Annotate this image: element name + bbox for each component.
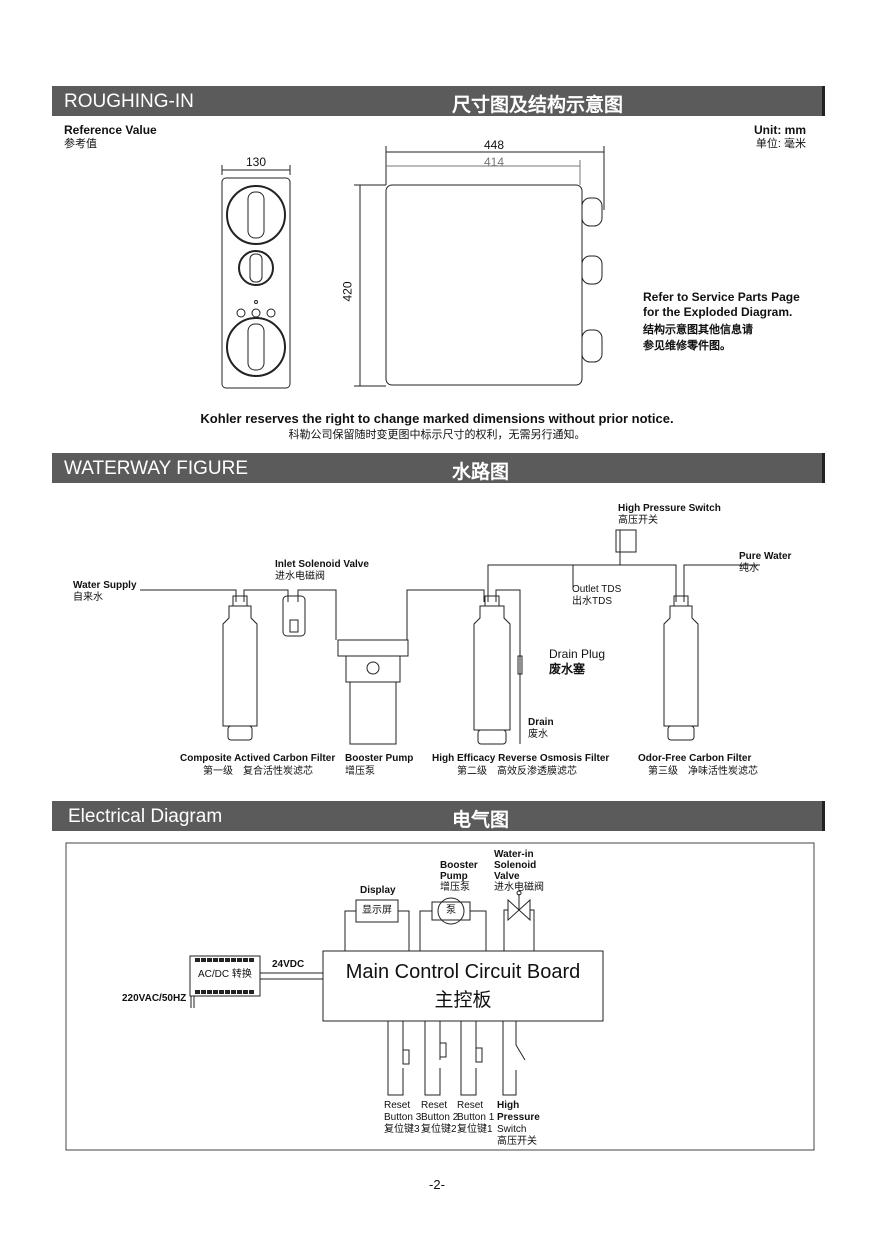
page-number: -2- [429,1177,445,1192]
hp-switch-elec-label: High Pressure Switch 高压开关 [497,1100,540,1148]
label-line: Reset [457,1100,484,1111]
section-header-waterway: WATERWAY FIGURE 水路图 [52,453,825,483]
component-label-zh: 第二级 高效反渗透膜滤芯 [457,766,577,777]
inlet-valve-label-zh: 进水电磁阀 [275,571,325,582]
dim-total-width: 448 [484,138,505,152]
reset-button-1-label: Reset Button 1 复位键1 [457,1100,494,1136]
section-title-en: Electrical Diagram [68,806,223,827]
refer-note-zh-1: 结构示意图其他信息请 [643,324,753,336]
component-label: High Efficacy Reverse Osmosis Filter [432,753,610,764]
drain-plug-label: Drain Plug [549,647,606,661]
dc-voltage-label: 24VDC [272,959,305,970]
component-label: Odor-Free Carbon Filter [638,753,752,764]
pump-label-2: Pump [440,871,468,882]
valve-label-zh: 进水电磁阀 [494,882,544,893]
outlet-tds-label-zh: 出水TDS [572,596,612,607]
pump-label-zh: 增压泵 [440,882,470,893]
label-line: 复位键1 [457,1124,493,1135]
valve-label-1: Water-in [494,849,534,860]
label-line: High [497,1100,520,1111]
label-line: Button 2 [421,1112,459,1123]
component-label-zh: 增压泵 [345,766,375,777]
component-label: Booster Pump [345,753,414,764]
inlet-valve-label: Inlet Solenoid Valve [275,559,369,570]
reset-button-3-label: Reset Button 3 复位键3 [384,1100,421,1136]
valve-label-3: Valve [494,871,520,882]
hp-switch-label: High Pressure Switch [618,503,721,514]
display-box-label: 显示屏 [362,905,392,916]
unit-label: Unit: mm [754,123,806,137]
component-label-zh: 第一级 复合活性炭滤芯 [203,766,313,777]
main-board-label-zh: 主控板 [434,990,492,1011]
pump-symbol: 泵 [446,905,456,916]
water-supply-label-zh: 自来水 [73,592,103,603]
acdc-converter-label: AC/DC 转换 [198,969,252,980]
label-line: Pressure [497,1112,540,1123]
section-title-en: ROUGHING-IN [64,91,194,112]
drain-plug-label-zh: 废水塞 [549,662,586,676]
hp-switch-label-zh: 高压开关 [618,515,658,526]
label-line: 复位键2 [421,1124,457,1135]
section-header-roughing-in: ROUGHING-IN 尺寸图及结构示意图 [52,86,825,116]
pump-label-1: Booster [440,860,478,871]
refer-note-en-1: Refer to Service Parts Page [643,290,800,304]
refer-note-zh-2: 参见维修零件图。 [643,340,731,352]
reference-value-label-zh: 参考值 [64,138,97,150]
label-line: Button 1 [457,1112,495,1123]
section-title-zh: 尺寸图及结构示意图 [452,95,624,116]
reset-button-2-label: Reset Button 2 复位键2 [421,1100,458,1136]
dim-height: 420 [340,281,355,302]
refer-note-en-2: for the Exploded Diagram. [643,305,793,319]
ac-input-label: 220VAC/50HZ [122,993,187,1004]
reference-value-label: Reference Value [64,123,157,137]
component-label: Composite Actived Carbon Filter [180,753,336,764]
outlet-tds-label: Outlet TDS [572,584,622,595]
label-line: Reset [421,1100,448,1111]
display-label: Display [360,885,396,896]
section-title-zh: 电气图 [452,810,510,831]
label-line: 高压开关 [497,1136,537,1147]
side-view-drawing [354,146,605,387]
front-view-drawing [221,165,291,389]
unit-label-zh: 单位: 毫米 [755,138,806,150]
label-line: 复位键3 [384,1124,420,1135]
component-label-zh: 第三级 净味活性炭滤芯 [648,766,758,777]
label-line: Button 3 [384,1112,422,1123]
pure-water-label-zh: 纯水 [739,563,759,574]
label-line: Switch [497,1124,527,1135]
water-supply-label: Water Supply [73,580,137,591]
section-title-en: WATERWAY FIGURE [64,458,249,479]
main-board-label: Main Control Circuit Board [345,961,581,983]
section-header-electrical: Electrical Diagram 电气图 [52,801,825,831]
drain-label: Drain [528,717,554,728]
dimension-notice-zh: 科勒公司保留随时变更图中标示尺寸的权利，无需另行通知。 [288,429,586,441]
dimension-notice-en: Kohler reserves the right to change mark… [200,411,674,426]
section-title-zh: 水路图 [452,462,510,483]
label-line: Reset [384,1100,411,1111]
electrical-drawing [65,842,815,1151]
valve-label-2: Solenoid [494,860,537,871]
drain-label-zh: 废水 [528,729,548,740]
dim-front-width: 130 [246,155,267,169]
pure-water-label: Pure Water [739,551,792,562]
waterway-drawing [140,529,760,745]
dim-body-width: 414 [484,155,505,169]
